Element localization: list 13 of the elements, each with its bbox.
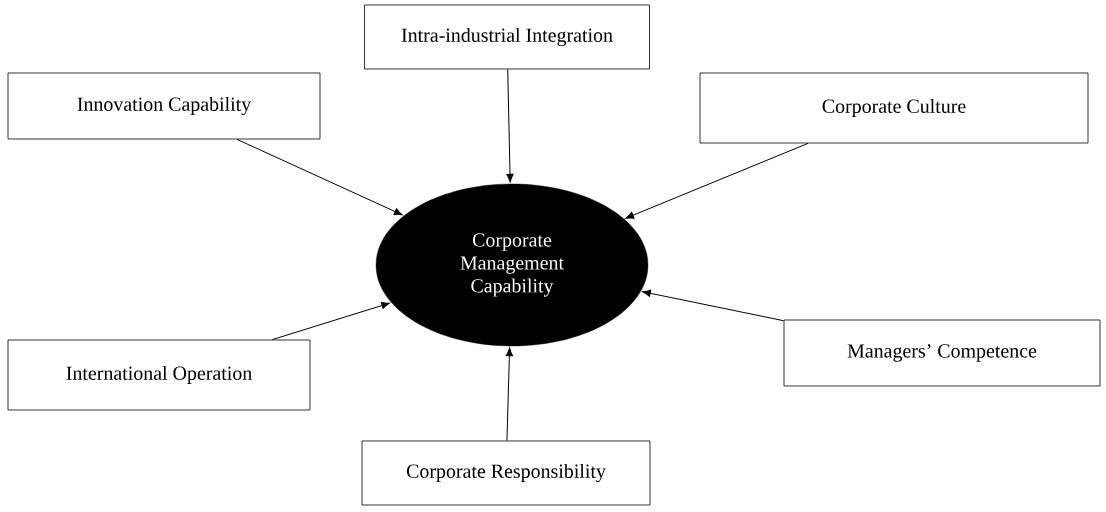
label-box: Managers’ Competence [783, 319, 1101, 387]
arrow [506, 68, 514, 183]
label-box: Innovation Capability [7, 72, 321, 140]
label-box: International Operation [7, 339, 311, 411]
ellipse-node: Corporate Management Capability [375, 183, 649, 347]
arrow [625, 142, 809, 219]
arrow [236, 138, 403, 216]
label-box: Corporate Culture [699, 72, 1089, 144]
arrow [272, 301, 390, 341]
arrow [505, 347, 513, 442]
arrow [642, 289, 785, 322]
label-box: Intra-industrial Integration [364, 4, 650, 70]
label-box: Corporate Responsibility [361, 440, 651, 506]
